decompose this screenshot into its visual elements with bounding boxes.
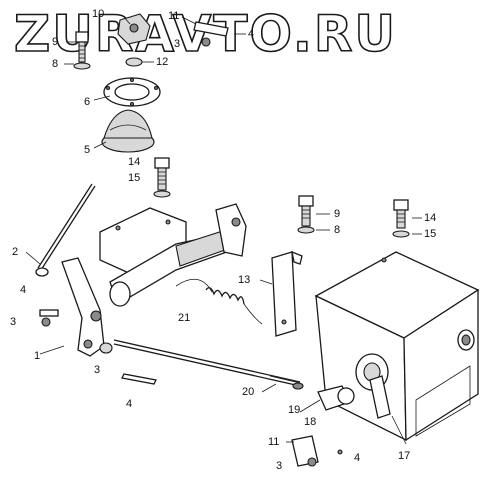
gearbox-17 bbox=[314, 251, 480, 442]
callout-3-left: 3 bbox=[10, 316, 17, 328]
callout-8-top: 8 bbox=[52, 58, 59, 70]
callout-17: 17 bbox=[398, 450, 411, 462]
callout-1: 1 bbox=[34, 350, 41, 362]
callout-5: 5 bbox=[84, 144, 91, 156]
lever-1 bbox=[61, 257, 105, 357]
callout-4-top: 4 bbox=[248, 28, 255, 40]
spring-21 bbox=[175, 278, 263, 325]
pivot-block-10 bbox=[117, 13, 151, 45]
callout-14-center: 14 bbox=[128, 156, 141, 168]
shaft-18 bbox=[317, 375, 391, 419]
bolt-9-right bbox=[297, 195, 315, 234]
rod-20 bbox=[113, 339, 304, 390]
callout-3-top: 3 bbox=[174, 38, 181, 50]
pin-4-middle bbox=[121, 373, 157, 385]
pin-4-left bbox=[39, 309, 59, 327]
washer-3 bbox=[99, 342, 113, 354]
callout-9-right: 9 bbox=[334, 208, 341, 220]
gasket-6 bbox=[103, 77, 161, 107]
bolt-14-right bbox=[392, 199, 410, 238]
pin-11-top bbox=[193, 21, 229, 47]
callout-14-right: 14 bbox=[424, 212, 437, 224]
callout-3-bottom: 3 bbox=[276, 460, 283, 472]
bolt-9-top bbox=[73, 31, 91, 70]
callout-4-bottom: 4 bbox=[354, 452, 361, 464]
callout-8-right: 8 bbox=[334, 224, 341, 236]
callout-6: 6 bbox=[84, 96, 91, 108]
callout-4-middle: 4 bbox=[126, 398, 133, 410]
callout-11-bottom: 11 bbox=[268, 436, 280, 448]
callout-11-top: 11 bbox=[168, 10, 180, 22]
callout-19: 19 bbox=[288, 404, 301, 416]
callout-12: 12 bbox=[156, 56, 169, 68]
callout-15-center: 15 bbox=[128, 172, 141, 184]
pin-11-bottom bbox=[291, 435, 343, 467]
bolt-14-center bbox=[153, 157, 171, 198]
callout-3-middle: 3 bbox=[94, 364, 101, 376]
callout-4-left: 4 bbox=[20, 284, 27, 296]
callout-21: 21 bbox=[178, 312, 191, 324]
callout-18: 18 bbox=[304, 416, 317, 428]
lever-housing bbox=[99, 203, 247, 307]
callout-2: 2 bbox=[12, 246, 19, 258]
callout-15-right: 15 bbox=[424, 228, 437, 240]
callout-9-top: 9 bbox=[52, 36, 59, 48]
callout-13: 13 bbox=[238, 274, 251, 286]
callout-10: 10 bbox=[92, 8, 105, 20]
callout-20: 20 bbox=[242, 386, 255, 398]
nut-12 bbox=[125, 57, 143, 67]
boot-5 bbox=[101, 109, 155, 153]
leader-lines bbox=[25, 16, 422, 445]
rod-2 bbox=[35, 183, 96, 277]
bracket-13 bbox=[271, 250, 303, 337]
